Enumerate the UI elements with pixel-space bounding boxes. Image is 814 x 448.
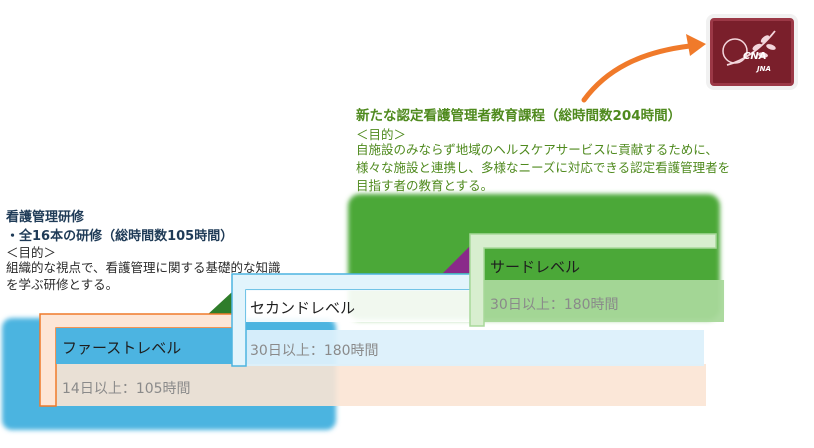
third-level-step xyxy=(469,233,717,327)
third-level-hours-band xyxy=(470,280,724,322)
management-training-title: 看護管理研修 xyxy=(6,210,85,225)
logo-cna-text: CNA xyxy=(743,51,767,62)
logo-jna-text: JNA xyxy=(757,65,771,73)
new-course-description: 自施設のみならず地域のヘルスケアサービスに貢献するために、 様々な施設と連携し、… xyxy=(356,142,731,193)
arrow-to-logo xyxy=(581,43,693,103)
second-level-hours-band xyxy=(236,330,704,366)
management-training-description: 組織的な視点で、看護管理に関する基礎的な知識 を学ぶ研修とする。 xyxy=(6,260,281,292)
second-level-triangle xyxy=(206,292,232,316)
new-course-purpose-label: ＜目的＞ xyxy=(356,127,407,142)
second-level-header-bar xyxy=(246,290,470,322)
third-level-triangle xyxy=(443,246,470,273)
management-training-subtitle: ・全16本の研修（総時間数105時間） xyxy=(6,229,234,244)
second-level-hours: 30日以上：180時間 xyxy=(250,343,379,359)
new-course-title: 新たな認定看護管理者教育課程（総時間数204時間） xyxy=(356,108,682,124)
second-level-name: セカンドレベル xyxy=(250,299,356,317)
management-training-purpose-label: ＜目的＞ xyxy=(6,245,57,260)
first-level-name: ファーストレベル xyxy=(62,339,182,357)
third-level-hours: 30日以上：180時間 xyxy=(490,297,619,313)
cna-logo: CNA JNA xyxy=(710,18,794,86)
first-level-header-bar xyxy=(56,328,236,364)
first-level-hours-band xyxy=(40,364,706,406)
third-level-name: サードレベル xyxy=(490,258,581,276)
arrow-head-icon xyxy=(686,34,706,56)
first-level-hours: 14日以上：105時間 xyxy=(62,381,191,397)
laurel-icon xyxy=(722,30,776,66)
